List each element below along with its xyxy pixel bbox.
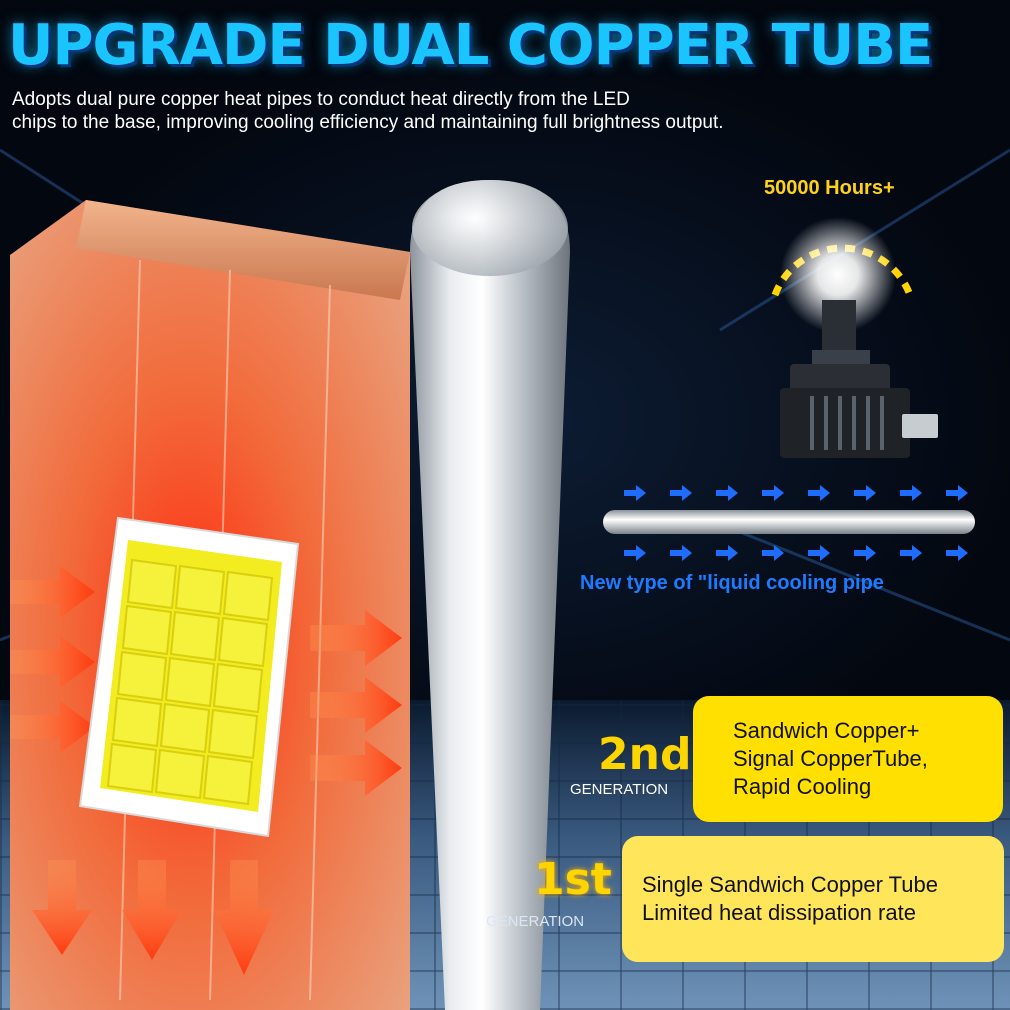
flow-arrow-icon: [808, 545, 830, 561]
flow-arrow-icon: [624, 545, 646, 561]
subtitle-line-1: Adopts dual pure copper heat pipes to co…: [12, 89, 630, 110]
led-bulb-icon: [771, 217, 938, 458]
flow-arrow-icon: [670, 485, 692, 501]
generation-1-box: Single Sandwich Copper Tube Limited heat…: [622, 836, 1004, 962]
led-chip-cell: [174, 564, 226, 616]
flow-arrow-icon: [762, 545, 784, 561]
led-chip-cell: [116, 650, 168, 702]
flow-arrow-icon: [624, 485, 968, 561]
led-chip-cell: [222, 570, 274, 622]
generation-1-line: Single Sandwich Copper Tube: [642, 872, 938, 897]
flow-arrow-icon: [716, 485, 738, 501]
led-chip-cell: [207, 708, 259, 760]
generation-1-number: 1st: [534, 854, 612, 905]
generation-1-label: GENERATION: [486, 913, 585, 930]
vertical-heat-pipe: [410, 180, 570, 1010]
page-title: UPGRADE DUAL COPPER TUBE: [8, 13, 933, 78]
flow-arrow-icon: [670, 545, 692, 561]
led-chip-cell: [169, 610, 221, 662]
flow-arrow-icon: [808, 485, 830, 501]
led-chip-cell: [202, 754, 254, 806]
generation-2-line: Signal CopperTube,: [733, 746, 928, 771]
lifespan-label: 50000 Hours+: [764, 177, 895, 199]
generation-1-line: Limited heat dissipation rate: [642, 900, 916, 925]
heat-arrow-icon: [32, 860, 274, 975]
flow-arrow-icon: [946, 545, 968, 561]
led-chip-cell: [126, 558, 178, 610]
flow-arrow-icon: [900, 545, 922, 561]
led-chip-cell: [164, 656, 216, 708]
flow-arrow-icon: [900, 485, 922, 501]
subtitle-line-2: chips to the base, improving cooling eff…: [12, 112, 724, 133]
led-chip-cell: [111, 696, 163, 748]
flow-arrow-icon: [716, 545, 738, 561]
heat-arrow-icon: [10, 566, 402, 796]
flow-arrow-icon: [762, 485, 784, 501]
led-chip-cell: [217, 616, 269, 668]
generation-2-box: Sandwich Copper+ Signal CopperTube, Rapi…: [693, 696, 1003, 822]
flow-arrow-icon: [854, 485, 876, 501]
flow-arrow-icon: [624, 485, 646, 501]
led-chip-cell: [159, 702, 211, 754]
pipe-caption: New type of "liquid cooling pipe: [580, 572, 884, 594]
led-chip-cell: [212, 662, 264, 714]
generation-2-number: 2nd: [598, 729, 692, 780]
generation-2-line: Rapid Cooling: [733, 774, 872, 799]
liquid-cooling-pipe: [603, 510, 975, 534]
led-chip-cell: [106, 742, 158, 794]
page-subtitle: Adopts dual pure copper heat pipes to co…: [12, 88, 872, 134]
led-chip-icon: [78, 516, 300, 838]
flow-arrow-icon: [946, 485, 968, 501]
led-chip-cell: [121, 604, 173, 656]
generation-2-label: GENERATION: [570, 781, 669, 798]
generation-2-line: Sandwich Copper+: [733, 718, 920, 743]
led-chip-cell: [154, 748, 206, 800]
flow-arrow-icon: [854, 545, 876, 561]
